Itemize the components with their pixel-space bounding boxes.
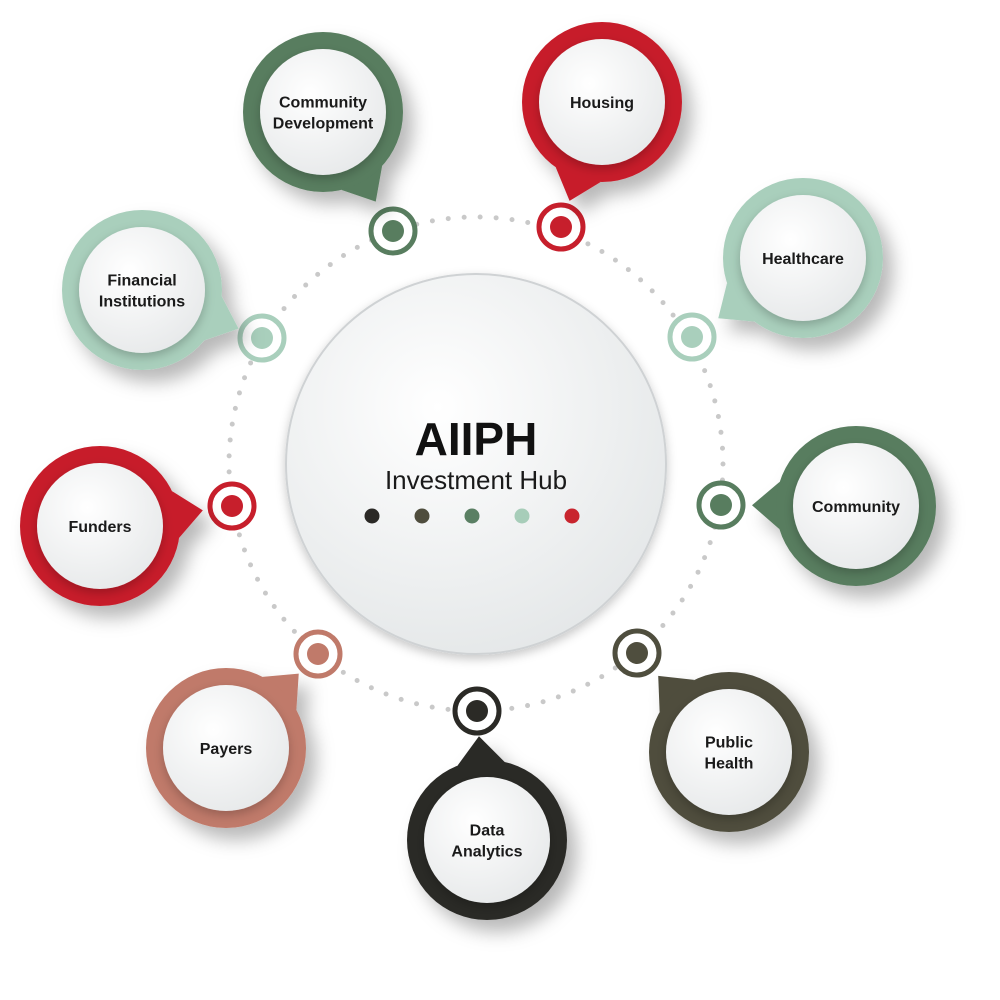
- hub-dot: [414, 508, 430, 524]
- hub-color-dots: [364, 508, 580, 524]
- hub-subtitle: Investment Hub: [385, 465, 567, 495]
- node-label-financial-institutions: Financial: [107, 273, 176, 290]
- bubble-inner: [666, 689, 792, 815]
- stakeholder-nodes: CommunityDevelopmentHousingHealthcareCom…: [20, 22, 936, 920]
- node-housing: Housing: [522, 22, 682, 252]
- bubble-inner: [539, 39, 665, 165]
- node-label-housing: Housing: [570, 95, 634, 112]
- pointer-tail: [555, 167, 601, 201]
- node-label-public-health: Health: [705, 756, 754, 773]
- bubble-inner: [79, 227, 205, 353]
- bubble-inner: [424, 777, 550, 903]
- node-label-community-development: Development: [273, 116, 374, 133]
- hub-circle: [285, 273, 667, 655]
- ring-marker-community-development: [368, 206, 418, 256]
- node-funders: Funders: [20, 446, 257, 606]
- ring-marker-healthcare: [667, 312, 717, 362]
- hub-title: AIIPH: [415, 413, 538, 465]
- node-label-payers: Payers: [200, 741, 253, 758]
- dotted-ring: [226, 214, 726, 714]
- node-label-healthcare: Healthcare: [762, 251, 844, 268]
- bubble-inner: [793, 443, 919, 569]
- pointer-tail: [752, 481, 780, 530]
- node-label-funders: Funders: [68, 519, 131, 536]
- ring-marker-funders: [207, 481, 257, 531]
- node-label-data-analytics: Data: [470, 823, 505, 840]
- hub-dot: [564, 508, 580, 524]
- node-label-community-development: Community: [279, 95, 367, 112]
- pointer-tail: [457, 736, 505, 766]
- center-hub: AIIPH Investment Hub: [285, 273, 667, 655]
- node-label-data-analytics: Analytics: [451, 844, 522, 861]
- bubble-inner: [163, 685, 289, 811]
- bubble-inner: [740, 195, 866, 321]
- ring-marker-community: [696, 480, 746, 530]
- node-payers: Payers: [146, 629, 343, 828]
- ring-marker-payers: [293, 629, 343, 679]
- bubble-inner: [37, 463, 163, 589]
- bubble-inner: [260, 49, 386, 175]
- ring-marker-data-analytics: [452, 686, 502, 736]
- hub-dot: [364, 508, 380, 524]
- node-label-financial-institutions: Institutions: [99, 294, 185, 311]
- ring-marker-public-health: [612, 628, 662, 678]
- hub-dot: [514, 508, 530, 524]
- node-healthcare: Healthcare: [667, 178, 883, 362]
- ring-marker-financial-institutions: [237, 313, 287, 363]
- node-community: Community: [696, 426, 936, 586]
- hub-dot: [464, 508, 480, 524]
- ring-marker-housing: [536, 202, 586, 252]
- pointer-tail: [204, 296, 239, 341]
- node-label-public-health: Public: [705, 735, 753, 752]
- node-label-community: Community: [812, 499, 900, 516]
